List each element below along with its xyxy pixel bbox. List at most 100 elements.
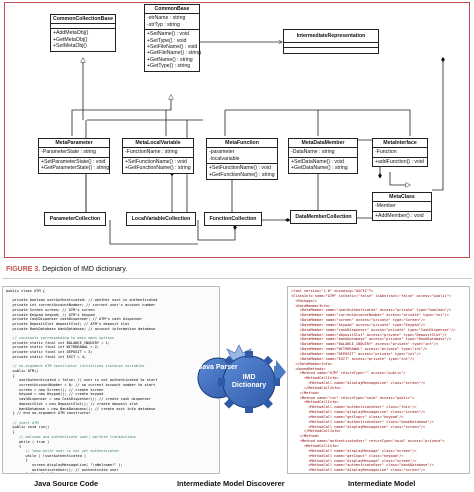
code-line: { [6,458,28,463]
uml-class-meta-local-variable: MetaLocalVariable -FunctionName : string… [122,138,194,174]
class-operation: +AddMetaObj() [53,30,89,37]
code-line: userAuthenticated = false; // user is no… [6,378,158,383]
class-name: CommonCollectionBase [51,15,115,25]
xml-line: <Method name="authenticateUser" returnTy… [291,439,445,444]
class-attribute: -Function [375,149,397,156]
code-line: cashDispenser = new CashDispenser(); // … [6,397,151,402]
figure-text: Depiction of IMD dictionary. [42,266,128,273]
class-operations: +AddMember() : void [373,212,431,220]
class-operation: +SetType() : void [147,37,187,44]
xml-line: <MethodCall name="displayMessageLine" cl… [291,468,426,473]
class-operations: +SetName() : void+SetType() : void+SetFi… [145,30,201,70]
xml-line: <DataMember name="depositSlot" access="p… [291,332,447,337]
class-attribute: -FunctionName : string [125,149,178,156]
code-line: { [6,430,15,435]
class-attributes: -strName : string-strTyp : string [145,14,199,31]
class-operation: +SetFunctionName() : void [125,158,187,165]
class-operations: +SetDataName() : void+GetDataName() : st… [289,158,357,173]
xml-line: <?xml version="1.0" encoding="ASCII"?> [291,289,374,293]
class-operation: +GetFunctionName() : string [125,165,191,172]
class-operations: +SetParameterState() : void+GetParameter… [39,158,109,173]
code-line: // welcome and authenticate user; perfor… [6,434,136,439]
xml-line: </DataMemberInfo> [291,361,333,366]
uml-class-data-member-collection: DataMemberCollection [290,210,357,225]
xml-line: </MethodCallInfo> [291,429,341,434]
class-operations: +AddMetaObj()+GetMetaObj()+SetMetaObj() [51,29,115,50]
class-attribute: -localvariable [209,155,240,162]
class-attribute: -strName : string [147,15,186,22]
code-line: } // end while [6,472,216,473]
xml-line: <MethodCall name="displayMessage" class=… [291,448,417,453]
xml-line: <MethodCall name="displayMessageLine" cl… [291,381,426,386]
class-name: MetaLocalVariable [123,139,193,149]
code-line: while ( true ) [6,439,50,444]
xml-line: <MethodCallInfo> [291,376,339,381]
code-line: public class ATM { [6,289,45,293]
code-line: screen.displayMessageLine( "\nWelcome!" … [6,463,123,468]
xml-line: <DataMember name="EXIT" access="private"… [291,356,415,361]
class-name: MetaParameter [39,139,109,149]
code-line: private CashDispenser cashDispenser; // … [6,317,143,322]
xml-line: <MethodCallInfo> [291,400,339,405]
class-attributes: -ParameterState : string [39,148,109,158]
code-line: authenticateUser(); // authenticate user [6,467,119,472]
code-line: // loop while user is not yet authentica… [6,448,119,453]
class-operations: +addFunction() : void [373,158,427,166]
code-line: } // end no-argument ATM constructor [6,411,91,416]
class-operation: +SetMetaObj() [53,43,87,50]
java-source-code-panel: public class ATM { private boolean userA… [2,286,220,474]
xml-line: <MethodCall name="displayMessageLine" cl… [291,410,426,415]
xml-line: <Method name="ATM" returnType="" access=… [291,371,406,376]
code-line: currentAccountNumber = 0; // no current … [6,383,156,388]
class-operations: +SetFunctionName() : void+GetFunctionNam… [123,158,193,173]
class-operation: +GetName() : string [147,56,193,63]
class-attributes: -parameter-localvariable [207,148,277,165]
code-line: private static final int BALANCE_INQUIRY… [6,340,110,345]
class-operation: +GetType() : string [147,63,191,70]
intermediate-model-panel: <?xml version="1.0" encoding="ASCII"?><C… [287,286,470,474]
code-line: { [6,444,22,449]
xml-line: </MethodCallInfo> [291,385,341,390]
uml-class-meta-data-member: MetaDataMember -DataName : string +SetDa… [288,138,358,174]
code-line: bankDatabase = new BankDatabase(); // cr… [6,406,156,411]
code-line: depositSlot = new DepositSlot(); // crea… [6,401,138,406]
code-line: screen = new Screen(); // create screen [6,387,104,392]
class-attribute: -Member [375,203,396,210]
xml-line: <Package/> [291,298,317,303]
imd-dictionary-label: IMD Dictionary [231,374,267,389]
xml-line: <MethodCall name="displayMessage" class=… [291,458,417,463]
uml-class-meta-interface: MetaInterface -Function +addFunction() :… [372,138,428,168]
caption-intermediate-model: Intermediate Model [348,479,416,488]
class-name: MetaDataMember [289,139,357,149]
class-name: MetaFunction [207,139,277,149]
uml-diagram-frame [4,2,470,258]
class-operation: +SetFunctionName() : void [209,165,271,172]
uml-class-function-collection: FunctionCollection [204,212,262,227]
class-attributes: -Function [373,148,427,158]
xml-line: <DataMember name="userAuthenticated" acc… [291,308,452,313]
xml-line: <MethodCall name="authenticateUser" clas… [291,463,434,468]
divider [2,278,472,279]
xml-line: <DataMember name="screen" access="privat… [291,318,426,323]
imd-dictionary-gear [218,351,280,413]
class-operation: +GetFunctionName() : string [209,171,275,178]
xml-line: <MethodCall name="getInput" class="keypa… [291,453,404,458]
class-attribute: -strTyp : string [147,21,180,28]
uml-class-meta-function: MetaFunction -parameter-localvariable +S… [206,138,278,181]
class-operation: +GetMetaObj() [53,36,88,43]
class-operation: +GetDataName() : string [291,165,348,172]
code-line: public void run() [6,425,50,430]
class-name: CommonBase [145,5,199,15]
xml-line: <Method name="run" returnType="void" acc… [291,395,415,400]
uml-class-common-collection-base: CommonCollectionBase +AddMetaObj()+GetMe… [50,14,116,52]
class-operation: +addFunction() : void [375,158,424,165]
class-attributes: -FunctionName : string [123,148,193,158]
class-attribute: -ParameterState : string [41,149,97,156]
class-operation: +SetFileName() : void [147,44,198,51]
code-line: public ATM() [6,368,39,373]
code-line: private static final int EXIT = 4; [6,354,87,359]
xml-line: <DataMember name="currentAccountNumber" … [291,313,449,318]
uml-class-parameter-collection: ParameterCollection [44,212,106,227]
xml-line: <MethodCall name="authenticateUser" clas… [291,419,434,424]
code-line: // no-argument ATM constructor initializ… [6,364,145,369]
